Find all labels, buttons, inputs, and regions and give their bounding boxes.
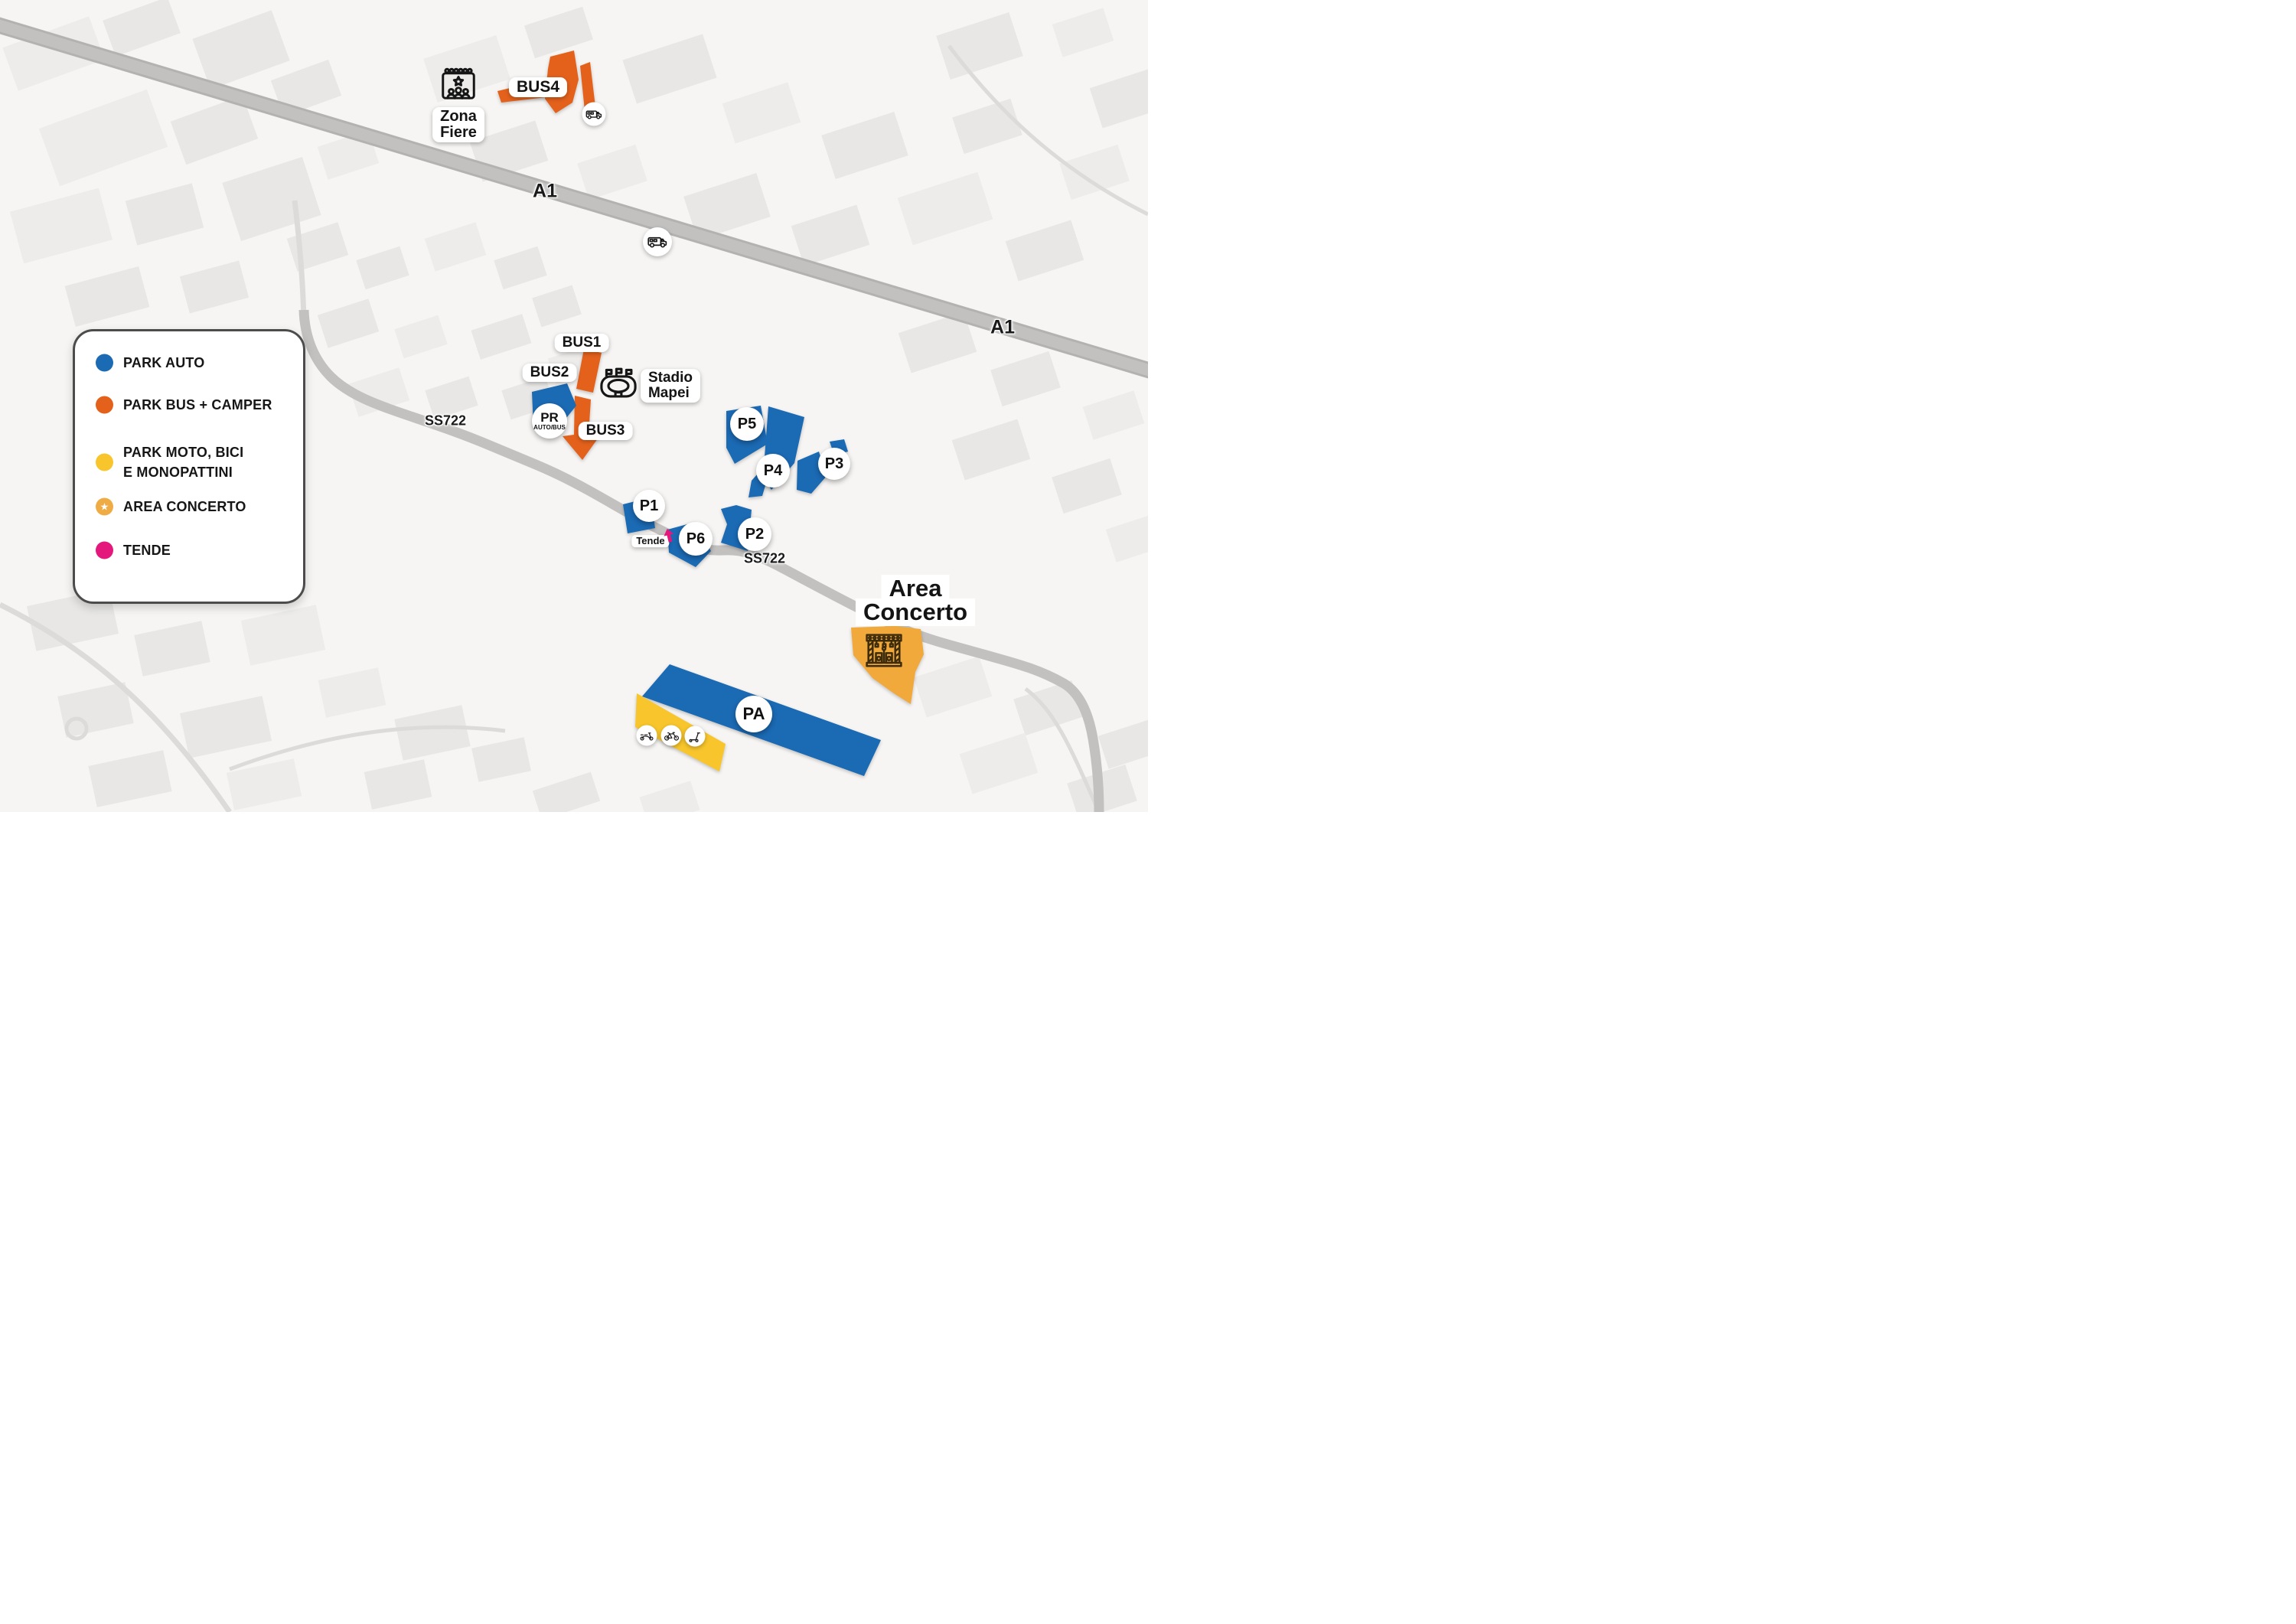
- minor-roads: [0, 44, 1148, 812]
- camper-icon: [582, 102, 606, 126]
- marker-pr: PR AUTO/BUS: [532, 403, 567, 439]
- bus3-label: BUS3: [578, 422, 633, 440]
- road-label-a1: A1: [533, 180, 557, 202]
- marker-p6: P6: [679, 522, 713, 556]
- road-label-ss722: SS722: [424, 413, 467, 429]
- park-auto-dot-icon: [96, 354, 113, 372]
- legend-label: PARK MOTO, BICI E MONOPATTINI: [123, 445, 244, 480]
- marker-p1: P1: [633, 490, 665, 522]
- marker-p3: P3: [818, 448, 850, 480]
- area-concerto-label-line2: Concerto: [855, 598, 976, 626]
- event-calendar-icon: [438, 65, 479, 106]
- tende-dot-icon: [96, 541, 113, 559]
- bus1-label: BUS1: [554, 334, 609, 352]
- legend-label: PARK AUTO: [123, 355, 205, 370]
- stage-icon: [863, 631, 905, 673]
- marker-p4: P4: [756, 454, 790, 488]
- legend-label: PARK BUS + CAMPER: [123, 397, 272, 413]
- tent-marker-icon: [661, 527, 676, 544]
- stadium-icon: [598, 366, 638, 401]
- bus2-label: BUS2: [522, 364, 577, 382]
- highway-a1: [0, 17, 1148, 379]
- stadio-mapei-label: Stadio Mapei: [640, 369, 701, 403]
- area-concerto-star-icon: ★: [96, 497, 113, 516]
- marker-p2: P2: [738, 517, 771, 551]
- bus4-label: BUS4: [508, 77, 568, 98]
- marker-p5: P5: [730, 407, 764, 441]
- kick-scooter-icon: [684, 726, 706, 747]
- tende-label: Tende: [631, 535, 670, 547]
- map-canvas: PARK AUTO PARK BUS + CAMPER PARK MOTO, B…: [0, 0, 1148, 812]
- bicycle-icon: [660, 725, 682, 746]
- road-label-ss722-2: SS722: [743, 550, 786, 566]
- park-bus-dot-icon: [96, 396, 113, 414]
- legend-label: TENDE: [123, 543, 171, 558]
- camper-icon: [643, 227, 672, 256]
- marker-pa: PA: [735, 696, 772, 732]
- road-label-a1-2: A1: [990, 316, 1015, 338]
- legend-label: AREA CONCERTO: [123, 499, 246, 514]
- park-moto-dot-icon: [96, 453, 113, 471]
- road-ss722: [298, 309, 1104, 812]
- area-concerto-label-line1: Area: [881, 575, 950, 602]
- legend-panel: PARK AUTO PARK BUS + CAMPER PARK MOTO, B…: [73, 329, 305, 604]
- zona-fiere-label: Zona Fiere: [432, 107, 484, 142]
- moped-icon: [636, 725, 657, 746]
